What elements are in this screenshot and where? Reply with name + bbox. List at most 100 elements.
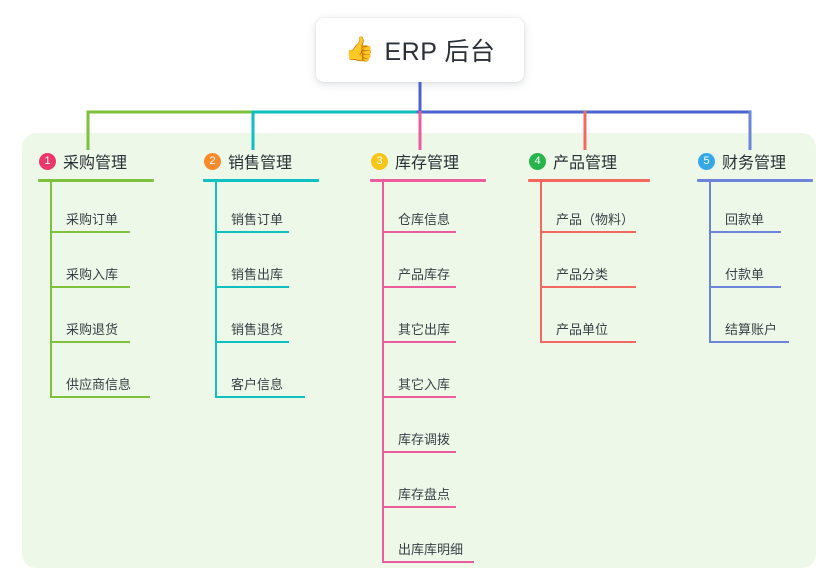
column-item-list: 仓库信息产品库存其它出库其它入库库存调拨库存盘点出库库明细 bbox=[370, 182, 486, 567]
thumbs-up-icon: 👍 bbox=[344, 36, 375, 63]
column-header-5[interactable]: 5 财务管理 bbox=[697, 148, 813, 174]
column-stem-line bbox=[382, 182, 384, 563]
menu-item-rule bbox=[50, 396, 150, 398]
menu-item-rule bbox=[382, 561, 474, 563]
column-stem-line bbox=[50, 182, 52, 398]
menu-item-rule bbox=[709, 231, 781, 233]
menu-item-rule bbox=[50, 231, 130, 233]
column-header-rule bbox=[528, 179, 650, 182]
menu-item-rule bbox=[540, 341, 636, 343]
menu-item[interactable]: 销售退货 bbox=[203, 292, 319, 347]
menu-item-label: 产品库存 bbox=[398, 267, 451, 282]
menu-item-label: 产品（物料） bbox=[556, 212, 635, 227]
menu-item-rule bbox=[709, 286, 781, 288]
menu-item[interactable]: 销售订单 bbox=[203, 182, 319, 237]
column-header-2[interactable]: 2 销售管理 bbox=[203, 148, 319, 174]
menu-item[interactable]: 采购退货 bbox=[38, 292, 154, 347]
menu-item-label: 其它出库 bbox=[398, 322, 451, 337]
menu-item-label: 采购入库 bbox=[66, 267, 119, 282]
menu-item-rule bbox=[382, 341, 456, 343]
menu-item[interactable]: 销售出库 bbox=[203, 237, 319, 292]
menu-item-rule bbox=[215, 231, 289, 233]
menu-item-rule bbox=[215, 396, 305, 398]
column-title: 销售管理 bbox=[228, 155, 293, 172]
column-header-rule bbox=[697, 179, 813, 182]
menu-item[interactable]: 回款单 bbox=[697, 182, 813, 237]
menu-item-rule bbox=[215, 286, 289, 288]
menu-item[interactable]: 产品分类 bbox=[528, 237, 650, 292]
column-库存管理: 3 库存管理仓库信息产品库存其它出库其它入库库存调拨库存盘点出库库明细 bbox=[370, 148, 486, 567]
column-采购管理: 1 采购管理采购订单采购入库采购退货供应商信息 bbox=[38, 148, 154, 402]
column-header-rule bbox=[370, 179, 486, 182]
menu-item-rule bbox=[709, 341, 789, 343]
menu-item-label: 采购退货 bbox=[66, 322, 119, 337]
column-销售管理: 2 销售管理销售订单销售出库销售退货客户信息 bbox=[203, 148, 319, 402]
menu-item[interactable]: 仓库信息 bbox=[370, 182, 486, 237]
column-header-4[interactable]: 4 产品管理 bbox=[528, 148, 650, 174]
menu-item-label: 库存调拨 bbox=[398, 432, 451, 447]
column-header-3[interactable]: 3 库存管理 bbox=[370, 148, 486, 174]
menu-item-rule bbox=[382, 396, 456, 398]
column-item-list: 产品（物料） 产品分类产品单位 bbox=[528, 182, 650, 347]
menu-item[interactable]: 采购入库 bbox=[38, 237, 154, 292]
column-index-badge: 4 bbox=[529, 152, 546, 170]
menu-item[interactable]: 库存调拨 bbox=[370, 402, 486, 457]
menu-item-label: 销售出库 bbox=[231, 267, 284, 282]
column-header-rule bbox=[38, 179, 154, 182]
menu-item-label: 回款单 bbox=[725, 212, 765, 227]
menu-item[interactable]: 库存盘点 bbox=[370, 457, 486, 512]
column-index-badge: 1 bbox=[39, 152, 56, 170]
menu-item-label: 其它入库 bbox=[398, 377, 451, 392]
column-index-badge: 3 bbox=[371, 152, 388, 170]
menu-item-label: 结算账户 bbox=[725, 322, 778, 337]
column-header-rule bbox=[203, 179, 319, 182]
column-stem-line bbox=[540, 182, 542, 343]
column-财务管理: 5 财务管理回款单付款单结算账户 bbox=[697, 148, 813, 347]
menu-item-label: 供应商信息 bbox=[66, 377, 132, 392]
menu-item-rule bbox=[50, 286, 130, 288]
menu-item-rule bbox=[382, 286, 456, 288]
menu-item[interactable]: 产品单位 bbox=[528, 292, 650, 347]
column-item-list: 回款单付款单结算账户 bbox=[697, 182, 813, 347]
menu-item-label: 产品单位 bbox=[556, 322, 609, 337]
menu-item-label: 库存盘点 bbox=[398, 487, 451, 502]
menu-item-rule bbox=[382, 451, 456, 453]
column-index-badge: 2 bbox=[204, 152, 221, 170]
menu-item[interactable]: 结算账户 bbox=[697, 292, 813, 347]
menu-item-rule bbox=[540, 286, 636, 288]
menu-item[interactable]: 付款单 bbox=[697, 237, 813, 292]
menu-item-label: 客户信息 bbox=[231, 377, 284, 392]
column-index-badge: 5 bbox=[698, 152, 715, 170]
menu-item-rule bbox=[382, 231, 456, 233]
menu-item[interactable]: 其它入库 bbox=[370, 347, 486, 402]
column-title: 库存管理 bbox=[395, 155, 460, 172]
menu-item[interactable]: 出库库明细 bbox=[370, 512, 486, 567]
column-header-1[interactable]: 1 采购管理 bbox=[38, 148, 154, 174]
menu-item-label: 采购订单 bbox=[66, 212, 119, 227]
root-node-title: ERP 后台 bbox=[384, 38, 496, 66]
menu-item-label: 销售订单 bbox=[231, 212, 284, 227]
column-title: 产品管理 bbox=[553, 155, 618, 172]
column-item-list: 采购订单采购入库采购退货供应商信息 bbox=[38, 182, 154, 402]
menu-item-label: 出库库明细 bbox=[398, 542, 464, 557]
menu-item[interactable]: 其它出库 bbox=[370, 292, 486, 347]
menu-item-rule bbox=[50, 341, 130, 343]
menu-item-label: 产品分类 bbox=[556, 267, 609, 282]
mindmap-panel bbox=[22, 133, 816, 568]
menu-item[interactable]: 采购订单 bbox=[38, 182, 154, 237]
menu-item[interactable]: 供应商信息 bbox=[38, 347, 154, 402]
column-stem-line bbox=[709, 182, 711, 343]
column-产品管理: 4 产品管理产品（物料） 产品分类产品单位 bbox=[528, 148, 650, 347]
menu-item-rule bbox=[382, 506, 456, 508]
menu-item-rule bbox=[540, 231, 636, 233]
menu-item[interactable]: 客户信息 bbox=[203, 347, 319, 402]
column-title: 财务管理 bbox=[722, 155, 787, 172]
menu-item[interactable]: 产品（物料） bbox=[528, 182, 650, 237]
root-node-card[interactable]: 👍 ERP 后台 bbox=[316, 18, 524, 82]
menu-item-rule bbox=[215, 341, 289, 343]
menu-item[interactable]: 产品库存 bbox=[370, 237, 486, 292]
menu-item-label: 付款单 bbox=[725, 267, 765, 282]
menu-item-label: 仓库信息 bbox=[398, 212, 451, 227]
column-title: 采购管理 bbox=[63, 155, 128, 172]
menu-item-label: 销售退货 bbox=[231, 322, 284, 337]
